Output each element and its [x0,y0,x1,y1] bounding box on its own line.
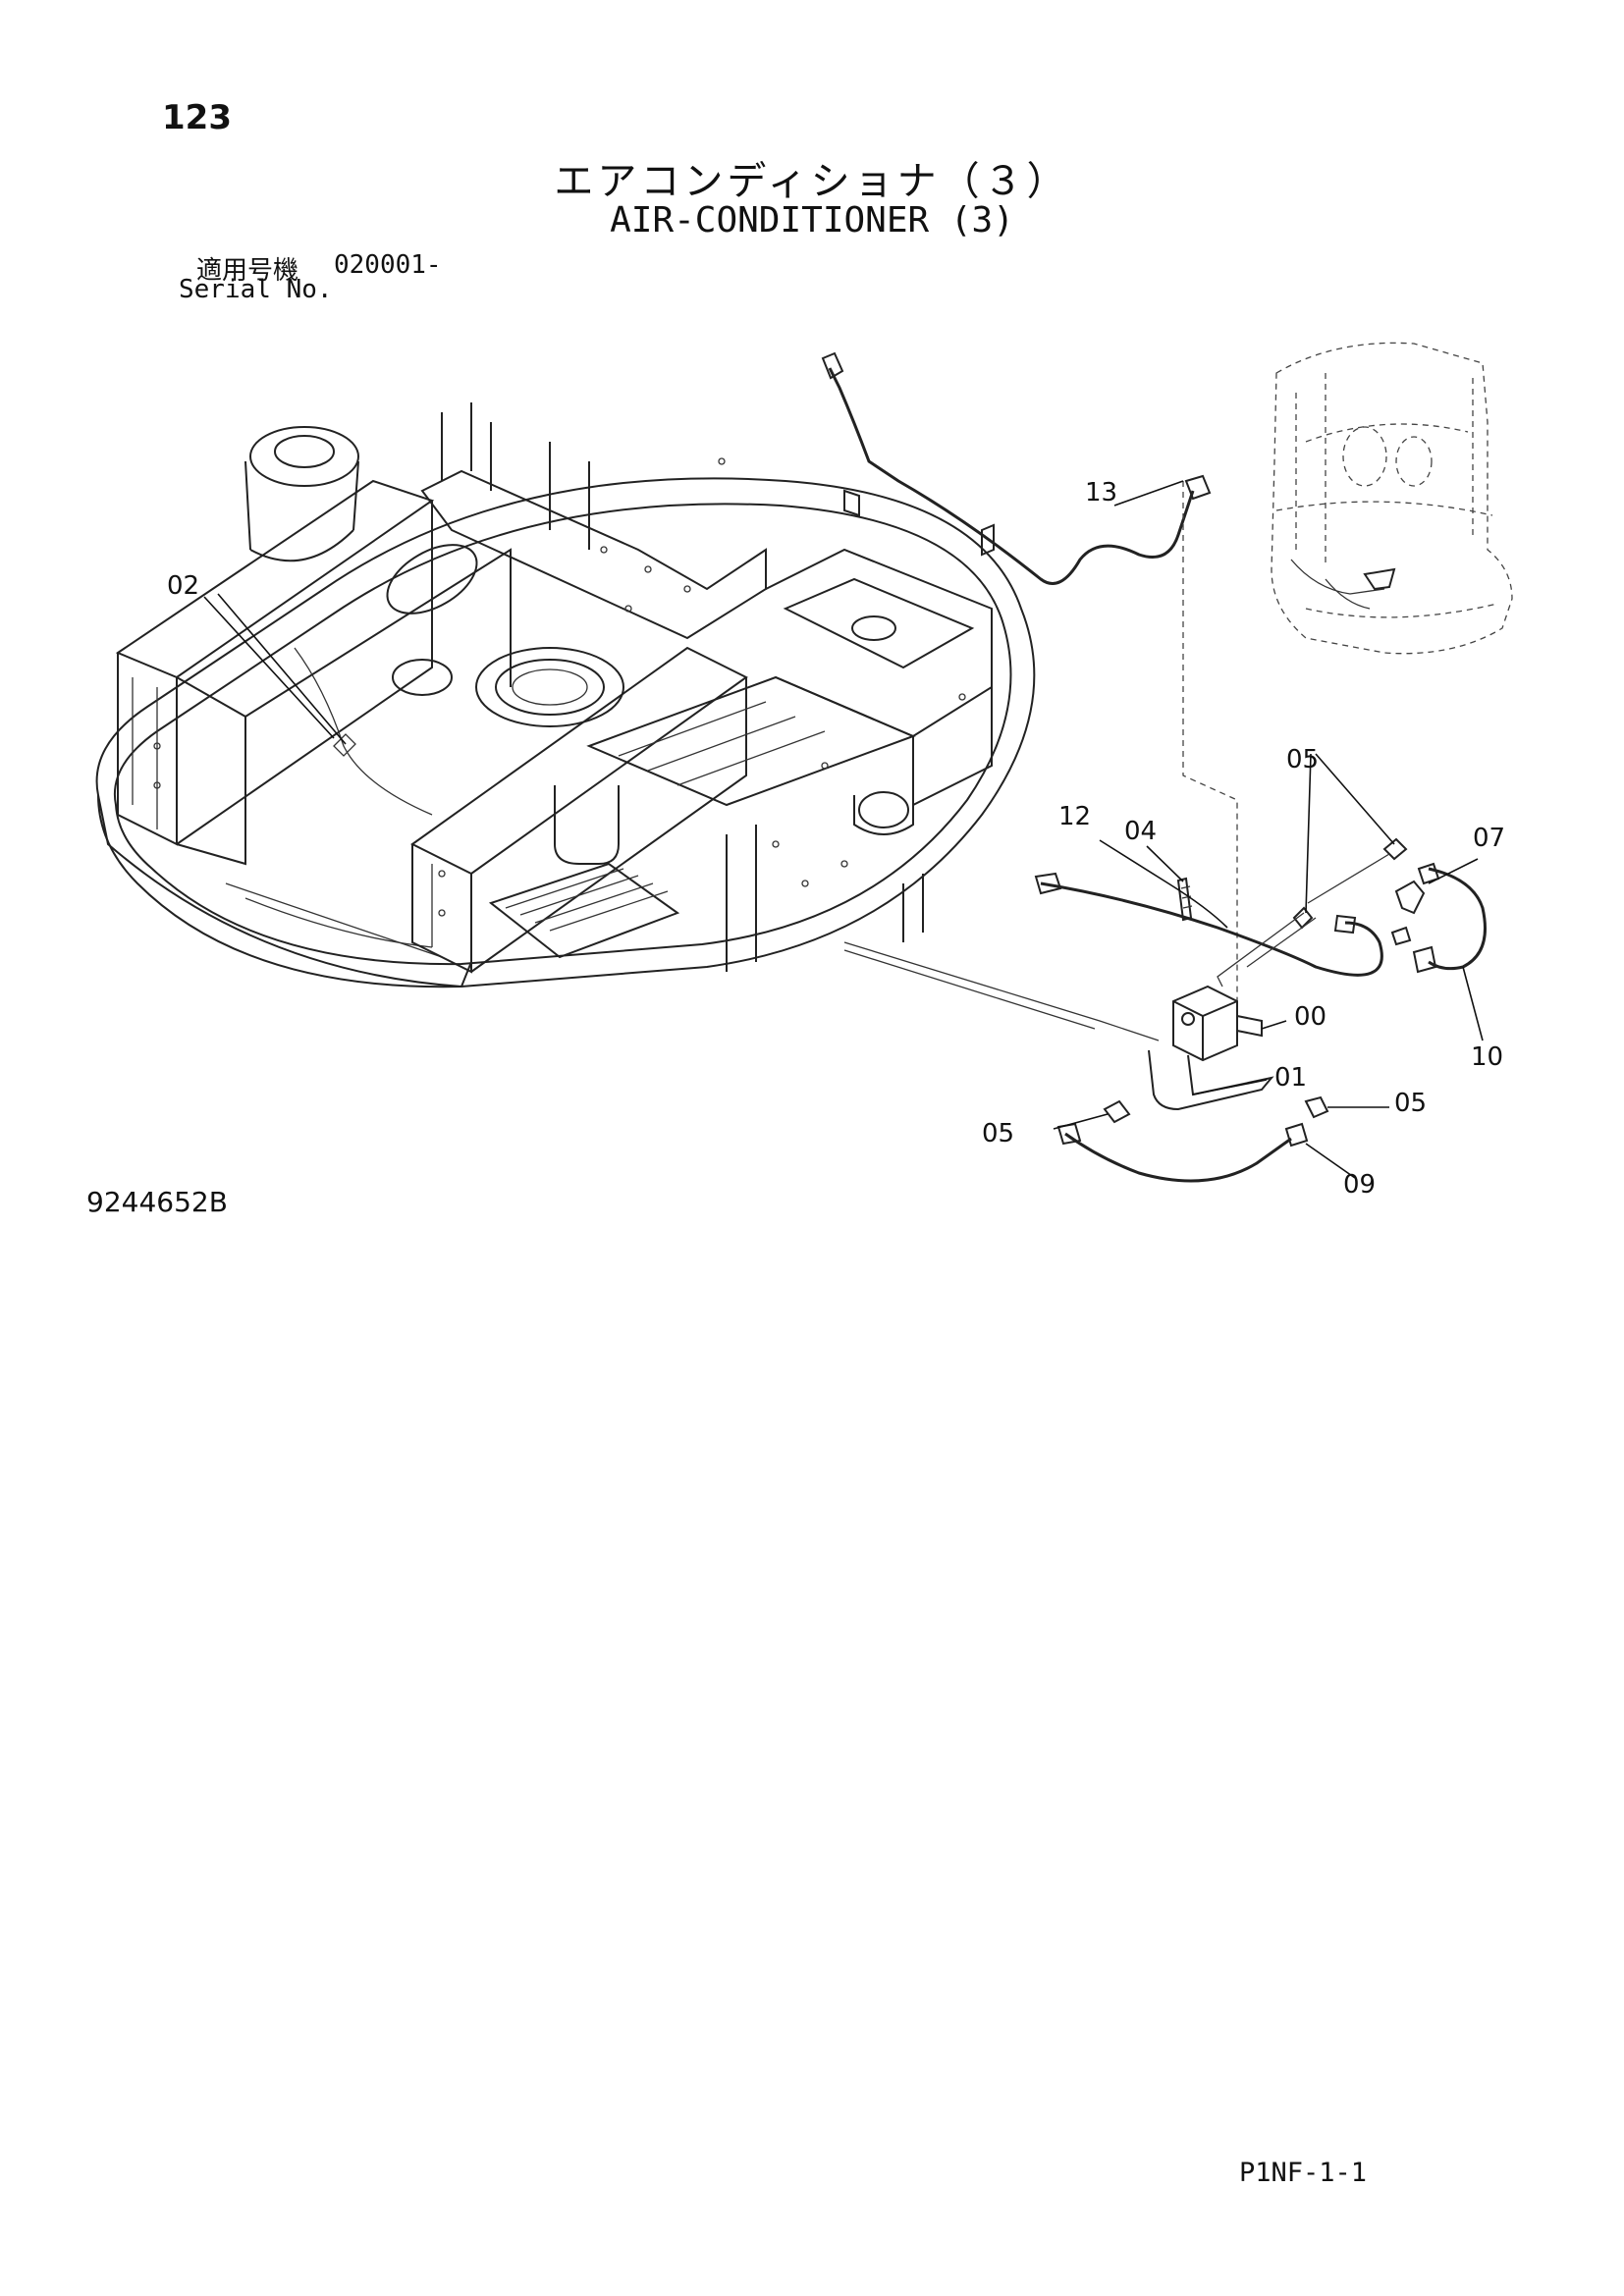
callout-05-lower-left: 05 [982,1119,1014,1148]
revolving-frame-drawing [95,402,1036,988]
fitting-05-lower-right [1304,1095,1329,1119]
callout-05-lower-right: 05 [1394,1089,1427,1118]
fitting-07 [1394,880,1426,915]
clamp-05-upper [1382,837,1408,861]
callout-12: 12 [1058,802,1091,831]
clamp-05-lower-left [1103,1099,1131,1124]
callout-02: 02 [167,571,199,601]
callout-00: 00 [1294,1002,1326,1032]
bracket-01 [1148,1049,1274,1111]
cab-inset-drawing [1271,342,1513,655]
hose-12 [1040,881,1383,977]
callout-01: 01 [1274,1063,1307,1093]
callout-numbers: 02 13 05 07 12 04 00 10 01 05 05 09 [167,478,1505,1200]
callout-07: 07 [1473,824,1505,853]
callout-09: 09 [1343,1170,1376,1200]
drawing-number: 9244652B [86,1186,228,1218]
leader-lines [203,480,1484,1179]
hose-10 [1428,867,1487,971]
callout-04: 04 [1124,817,1157,846]
callout-10: 10 [1471,1042,1503,1072]
air-conditioner-parts-drawing [821,351,1487,1183]
pipe-13 [828,367,1195,585]
title-english: AIR-CONDITIONER (3) [610,200,1014,240]
title-japanese: エアコンディショナ（３） [554,159,1070,204]
page-number: 123 [162,98,232,137]
block-00 [1172,985,1238,1062]
page-code: P1NF-1-1 [1239,2158,1368,2188]
callout-13: 13 [1085,478,1117,507]
serial-range: 020001- [334,250,442,280]
callout-05-upper: 05 [1286,745,1319,774]
hose-09 [1064,1132,1292,1183]
serial-label-japanese: 適用号機 [196,256,299,286]
bolt-04 [1176,877,1193,922]
serial-label-english: Serial No. [179,275,333,304]
